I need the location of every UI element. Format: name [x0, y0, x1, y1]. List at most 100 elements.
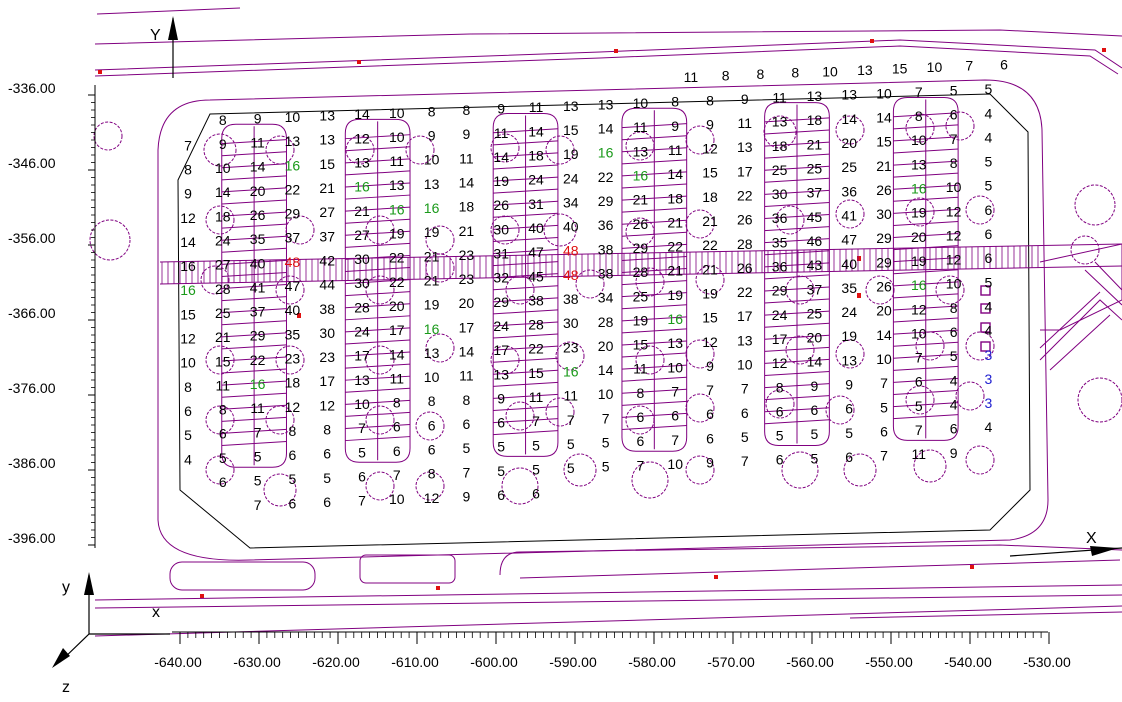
tree-icon: [425, 253, 455, 283]
spot-elevation-value: 12: [285, 399, 301, 415]
spot-elevation-value: 6: [776, 403, 784, 419]
parking-stall-line: [525, 393, 558, 397]
x-ruler-label: -530.00: [1023, 654, 1071, 670]
spot-elevation-value: 7: [915, 84, 923, 100]
spot-elevation-value: 5: [602, 435, 610, 451]
spot-elevation-value: 21: [633, 192, 649, 208]
y-ruler-label: -356.00: [8, 230, 56, 246]
x-ruler-label: -550.00: [865, 654, 913, 670]
spot-elevation-value: 20: [807, 330, 823, 346]
parking-stall-line: [345, 160, 378, 164]
spot-elevation-value: 11: [459, 368, 474, 384]
ramp-outline: [1049, 314, 1111, 371]
parking-stall-line: [254, 441, 287, 445]
spot-elevation-value: 18: [285, 375, 301, 391]
spot-elevation-value: 11: [250, 135, 265, 151]
spot-elevation-value: 10: [424, 152, 440, 168]
parking-stall-line: [377, 194, 411, 198]
spot-elevation-value: 8: [184, 379, 192, 395]
spot-elevation-value: 48: [563, 243, 579, 259]
spot-elevation-value: 5: [845, 425, 853, 441]
spot-elevation-value: 7: [671, 432, 679, 448]
spot-elevation-value: 5: [811, 426, 819, 442]
ucs-z-label: z: [62, 679, 70, 696]
spot-elevation-value: 10: [389, 129, 405, 145]
tree-icon: [555, 341, 585, 371]
utility-box: [980, 303, 991, 314]
parking-stall-line: [525, 357, 558, 361]
spot-elevation-value: 14: [667, 166, 683, 182]
parking-stall-line: [654, 376, 687, 380]
parking-stall-line: [345, 232, 378, 236]
spot-elevation-value: 7: [184, 137, 192, 153]
parking-stall-line: [925, 305, 959, 309]
spot-elevation-value: 7: [637, 457, 645, 473]
parking-stall-line: [893, 222, 926, 226]
spot-elevation-value: 7: [254, 424, 262, 440]
parking-stall-line: [654, 304, 687, 308]
parking-stall-line: [796, 226, 830, 230]
spot-elevation-value: 8: [184, 161, 192, 177]
spot-elevation-value: 14: [598, 121, 614, 137]
spot-elevation-value: 6: [393, 443, 401, 459]
parking-stall-line: [654, 328, 687, 332]
spot-elevation-value: 16: [389, 201, 405, 217]
spot-elevation-value: 11: [633, 119, 648, 135]
spot-elevation-value: 7: [393, 467, 401, 483]
parking-stall-line: [925, 172, 959, 176]
tree-icon: [415, 411, 445, 441]
spot-elevation-value: 5: [880, 399, 888, 415]
tree-icon: [365, 405, 395, 435]
tree-icon: [275, 275, 305, 305]
parking-stall-line: [796, 419, 830, 423]
spot-elevation-value: 22: [667, 239, 683, 255]
survey-marker: [614, 49, 618, 53]
spot-elevation-value: 8: [219, 112, 227, 128]
spot-elevation-value: 15: [876, 134, 892, 150]
parking-stall-line: [377, 411, 411, 415]
parking-stall-line: [893, 210, 926, 214]
parking-stall-line: [893, 391, 926, 395]
parking-stall-line: [764, 119, 798, 123]
tree-icon: [275, 345, 305, 375]
spot-elevation-value: 24: [528, 172, 544, 188]
parking-stall-line: [764, 240, 798, 244]
parking-stall-line: [654, 123, 687, 127]
spot-elevation-value: 8: [289, 423, 297, 439]
spot-elevation-value: 13: [493, 366, 509, 382]
spot-elevation-value: 5: [497, 439, 505, 455]
parking-stall-line: [525, 369, 558, 373]
spot-elevation-value: 14: [876, 327, 892, 343]
spot-elevation-value: 17: [493, 342, 509, 358]
spot-elevation-value: 26: [737, 260, 753, 276]
spot-elevation-value: 12: [946, 252, 962, 268]
road-edge-line: [94, 45, 1119, 77]
spot-elevation-value: 5: [741, 429, 749, 445]
tree-icon: [625, 131, 655, 161]
parking-stall-line: [654, 219, 687, 223]
spot-elevation-value: 5: [463, 440, 471, 456]
spot-elevation-value: 4: [950, 372, 958, 388]
y-ruler-label: -376.00: [8, 380, 56, 396]
spot-elevation-value: 26: [633, 216, 649, 232]
spot-elevation-value: 9: [497, 101, 505, 117]
spot-elevation-value: 19: [702, 285, 718, 301]
spot-elevation-value: 14: [250, 159, 266, 175]
spot-elevation-value: 15: [180, 306, 196, 322]
spot-elevation-value: 40: [250, 255, 266, 271]
utility-box: [980, 285, 991, 296]
spot-elevation-value: 44: [319, 277, 335, 293]
parking-stall-line: [221, 225, 255, 229]
parking-stall-line: [621, 245, 655, 249]
parking-stall-line: [925, 196, 959, 200]
parking-stall-line: [493, 142, 526, 146]
spot-elevation-value: 8: [671, 94, 679, 110]
parking-stall-line: [254, 235, 287, 239]
parking-stall-line: [621, 306, 655, 310]
tree-icon: [835, 339, 865, 369]
spot-elevation-value: 5: [532, 461, 540, 477]
spot-elevation-value: 7: [741, 381, 749, 397]
parking-stall-line: [925, 402, 959, 406]
spot-elevation-value: 24: [354, 324, 370, 340]
